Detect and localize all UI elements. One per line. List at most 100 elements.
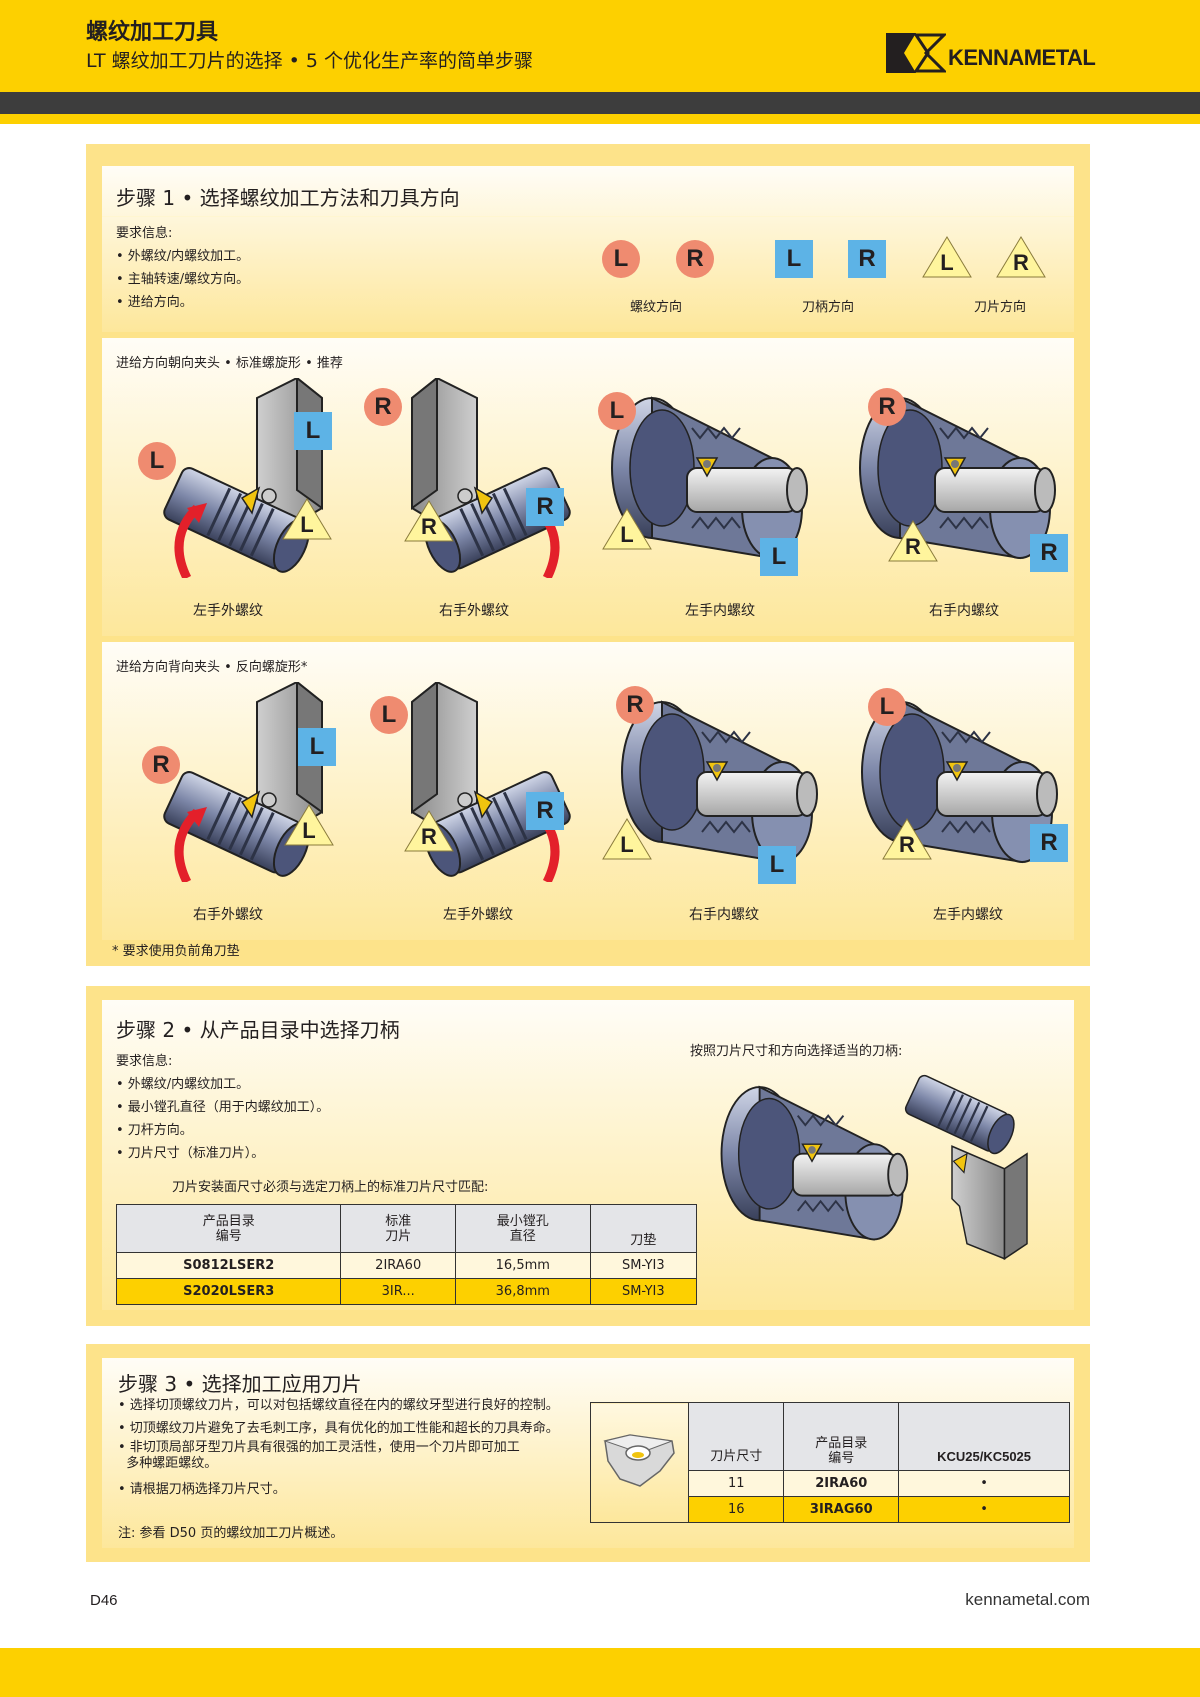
legend-label-thread: 螺纹方向 xyxy=(630,300,683,315)
section-a-heading: 进给方向朝向夹头 • 标准螺旋形 • 推荐 xyxy=(116,356,343,371)
illustration-caption: 右手内螺纹 xyxy=(689,907,759,923)
step1-footnote: * 要求使用负前角刀垫 xyxy=(112,944,240,959)
holder-badge: R xyxy=(1030,534,1068,572)
insert-badge: L xyxy=(602,508,652,550)
thread-badge: L xyxy=(598,392,636,430)
thread-badge: L xyxy=(138,442,176,480)
step2-content: 步骤 2 • 从产品目录中选择刀柄 要求信息: • 外螺纹/内螺纹加工。 • 最… xyxy=(102,1000,1074,1310)
holder-badge: L xyxy=(294,412,332,450)
legend-label-holder: 刀柄方向 xyxy=(802,300,855,315)
step2-title: 步骤 2 • 从产品目录中选择刀柄 xyxy=(116,1018,400,1042)
holder-badge: L xyxy=(298,728,336,766)
holder-badge: L xyxy=(760,538,798,576)
internal-holder-illustration xyxy=(720,1086,909,1241)
external-holder-illustration xyxy=(904,1074,1028,1261)
insert-badge: R xyxy=(404,810,454,852)
illustration-caption: 左手外螺纹 xyxy=(193,603,263,619)
thread-badge: R xyxy=(616,686,654,724)
illustration-caption: 右手外螺纹 xyxy=(193,907,263,923)
step3-bullet: • 非切顶局部牙型刀片具有很强的加工灵活性，使用一个刀片即可加工 多种螺距螺纹。 xyxy=(118,1440,520,1471)
thread-badge: R xyxy=(868,388,906,426)
step1-required-label: 要求信息: xyxy=(116,226,173,241)
holder-badge: L xyxy=(758,846,796,884)
header-dark-bar xyxy=(0,92,1200,114)
step2-bullet: • 最小镗孔直径（用于内螺纹加工）。 xyxy=(116,1100,330,1115)
insert-badge: R xyxy=(404,500,454,542)
step1-bullet: • 进给方向。 xyxy=(116,295,193,310)
insert-badge: L xyxy=(602,818,652,860)
right-hand-external-illustration xyxy=(372,378,602,578)
step2-required-label: 要求信息: xyxy=(116,1054,173,1069)
step3-bullet: • 切顶螺纹刀片避免了去毛刺工序，具有优化的加工性能和超长的刀具寿命。 xyxy=(118,1421,559,1436)
page-title: 螺纹加工刀具 xyxy=(86,20,219,45)
website-link[interactable]: kennametal.com xyxy=(965,1590,1090,1609)
step2-bullet: • 刀杆方向。 xyxy=(116,1123,193,1138)
page-subtitle: LT 螺纹加工刀片的选择 • 5 个优化生产率的简单步骤 xyxy=(86,50,534,72)
illustration-caption: 右手内螺纹 xyxy=(929,603,999,619)
col-standard-insert: 标准 刀片 xyxy=(340,1204,456,1253)
footer-yellow-bar xyxy=(0,1648,1200,1697)
brand-name: KENNAMETAL xyxy=(948,45,1096,70)
step2-bullet: • 刀片尺寸（标准刀片）。 xyxy=(116,1146,265,1161)
insert-direction-left-badge: L xyxy=(922,236,972,278)
triangle-icon xyxy=(922,236,972,278)
thread-direction-right-badge: R xyxy=(676,240,714,278)
step3-title: 步骤 3 • 选择加工应用刀片 xyxy=(118,1372,362,1396)
table-row: S0812LSER2 2IRA60 16,5mm SM-YI3 xyxy=(115,1252,698,1279)
insert-badge: R xyxy=(888,520,938,562)
insert-table: 刀片尺寸 产品目录 编号 KCU25/KC5025 11 2IRA60 • 16… xyxy=(590,1402,1070,1523)
insert-badge: L xyxy=(284,804,334,846)
table-row-highlighted: S2020LSER3 3IR... 36,8mm SM-YI3 xyxy=(115,1278,698,1305)
step2-table-note: 刀片安装面尺寸必须与选定刀柄上的标准刀片尺寸匹配: xyxy=(172,1180,489,1195)
table-row-highlighted: 16 3IRAG60 • xyxy=(591,1496,1070,1523)
triangle-icon xyxy=(996,236,1046,278)
col-catalog-number: 产品目录 编号 xyxy=(115,1204,342,1253)
kennametal-logo: KENNAMETAL xyxy=(886,33,1096,75)
holder-badge: R xyxy=(1030,824,1068,862)
illustration-caption: 左手内螺纹 xyxy=(933,907,1003,923)
reverse-helix-section: 进给方向背向夹头 • 反向螺旋形* R L L 右手外螺纹 L R R 左手外螺… xyxy=(102,642,1074,940)
insert-badge: R xyxy=(882,818,932,860)
col-min-bore-dia: 最小镗孔 直径 xyxy=(454,1204,591,1253)
step1-bullet: • 主轴转速/螺纹方向。 xyxy=(116,272,250,287)
col-grade: KCU25/KC5025 xyxy=(898,1402,1070,1471)
step3-content: 步骤 3 • 选择加工应用刀片 • 选择切顶螺纹刀片，可以对包括螺纹直径在内的螺… xyxy=(102,1358,1074,1548)
insert-image-cell xyxy=(590,1402,689,1523)
thread-badge: L xyxy=(370,696,408,734)
holder-table: 产品目录 编号 标准 刀片 最小镗孔 直径 刀垫 S0812LSER2 2IRA… xyxy=(115,1204,698,1305)
header-yellow-strip xyxy=(0,114,1200,124)
insert-direction-right-badge: R xyxy=(996,236,1046,278)
thread-badge: R xyxy=(142,746,180,784)
thread-badge: R xyxy=(364,388,402,426)
k-logo-icon xyxy=(886,33,948,73)
illustration-caption: 左手外螺纹 xyxy=(443,907,513,923)
step1-panel: 步骤 1 • 选择螺纹加工方法和刀具方向 要求信息: • 外螺纹/内螺纹加工。 … xyxy=(86,144,1090,966)
step1-bullet: • 外螺纹/内螺纹加工。 xyxy=(116,249,250,264)
page-header: 螺纹加工刀具 LT 螺纹加工刀片的选择 • 5 个优化生产率的简单步骤 KENN… xyxy=(0,0,1200,92)
step2-panel: 步骤 2 • 从产品目录中选择刀柄 要求信息: • 外螺纹/内螺纹加工。 • 最… xyxy=(86,986,1090,1326)
threading-insert-icon xyxy=(602,1433,675,1487)
step2-bullet: • 外螺纹/内螺纹加工。 xyxy=(116,1077,250,1092)
thread-badge: L xyxy=(868,688,906,726)
standard-helix-section: 进给方向朝向夹头 • 标准螺旋形 • 推荐 L L L 左手外螺纹 R R R … xyxy=(102,338,1074,636)
holder-direction-right-badge: R xyxy=(848,240,886,278)
left-hand-external-illustration xyxy=(132,378,362,578)
thread-direction-left-badge: L xyxy=(602,240,640,278)
illustration-caption: 右手外螺纹 xyxy=(439,603,509,619)
insert-badge: L xyxy=(282,498,332,540)
col-shim: 刀垫 xyxy=(589,1204,698,1253)
step3-bullet: • 选择切顶螺纹刀片，可以对包括螺纹直径在内的螺纹牙型进行良好的控制。 xyxy=(118,1398,559,1413)
step1-title: 步骤 1 • 选择螺纹加工方法和刀具方向 xyxy=(116,186,460,210)
step3-note: 注: 参看 D50 页的螺纹加工刀片概述。 xyxy=(118,1526,344,1541)
section-b-heading: 进给方向背向夹头 • 反向螺旋形* xyxy=(116,660,308,675)
step1-header: 步骤 1 • 选择螺纹加工方法和刀具方向 要求信息: • 外螺纹/内螺纹加工。 … xyxy=(102,166,1074,332)
holder-direction-left-badge: L xyxy=(775,240,813,278)
page-number: D46 xyxy=(90,1592,118,1609)
legend-label-insert: 刀片方向 xyxy=(974,300,1027,315)
illustration-caption: 左手内螺纹 xyxy=(685,603,755,619)
col-insert-size: 刀片尺寸 xyxy=(687,1402,785,1471)
step3-panel: 步骤 3 • 选择加工应用刀片 • 选择切顶螺纹刀片，可以对包括螺纹直径在内的螺… xyxy=(86,1344,1090,1562)
holder-badge: R xyxy=(526,488,564,526)
holder-badge: R xyxy=(526,792,564,830)
step2-right-caption: 按照刀片尺寸和方向选择适当的刀柄: xyxy=(690,1044,903,1059)
